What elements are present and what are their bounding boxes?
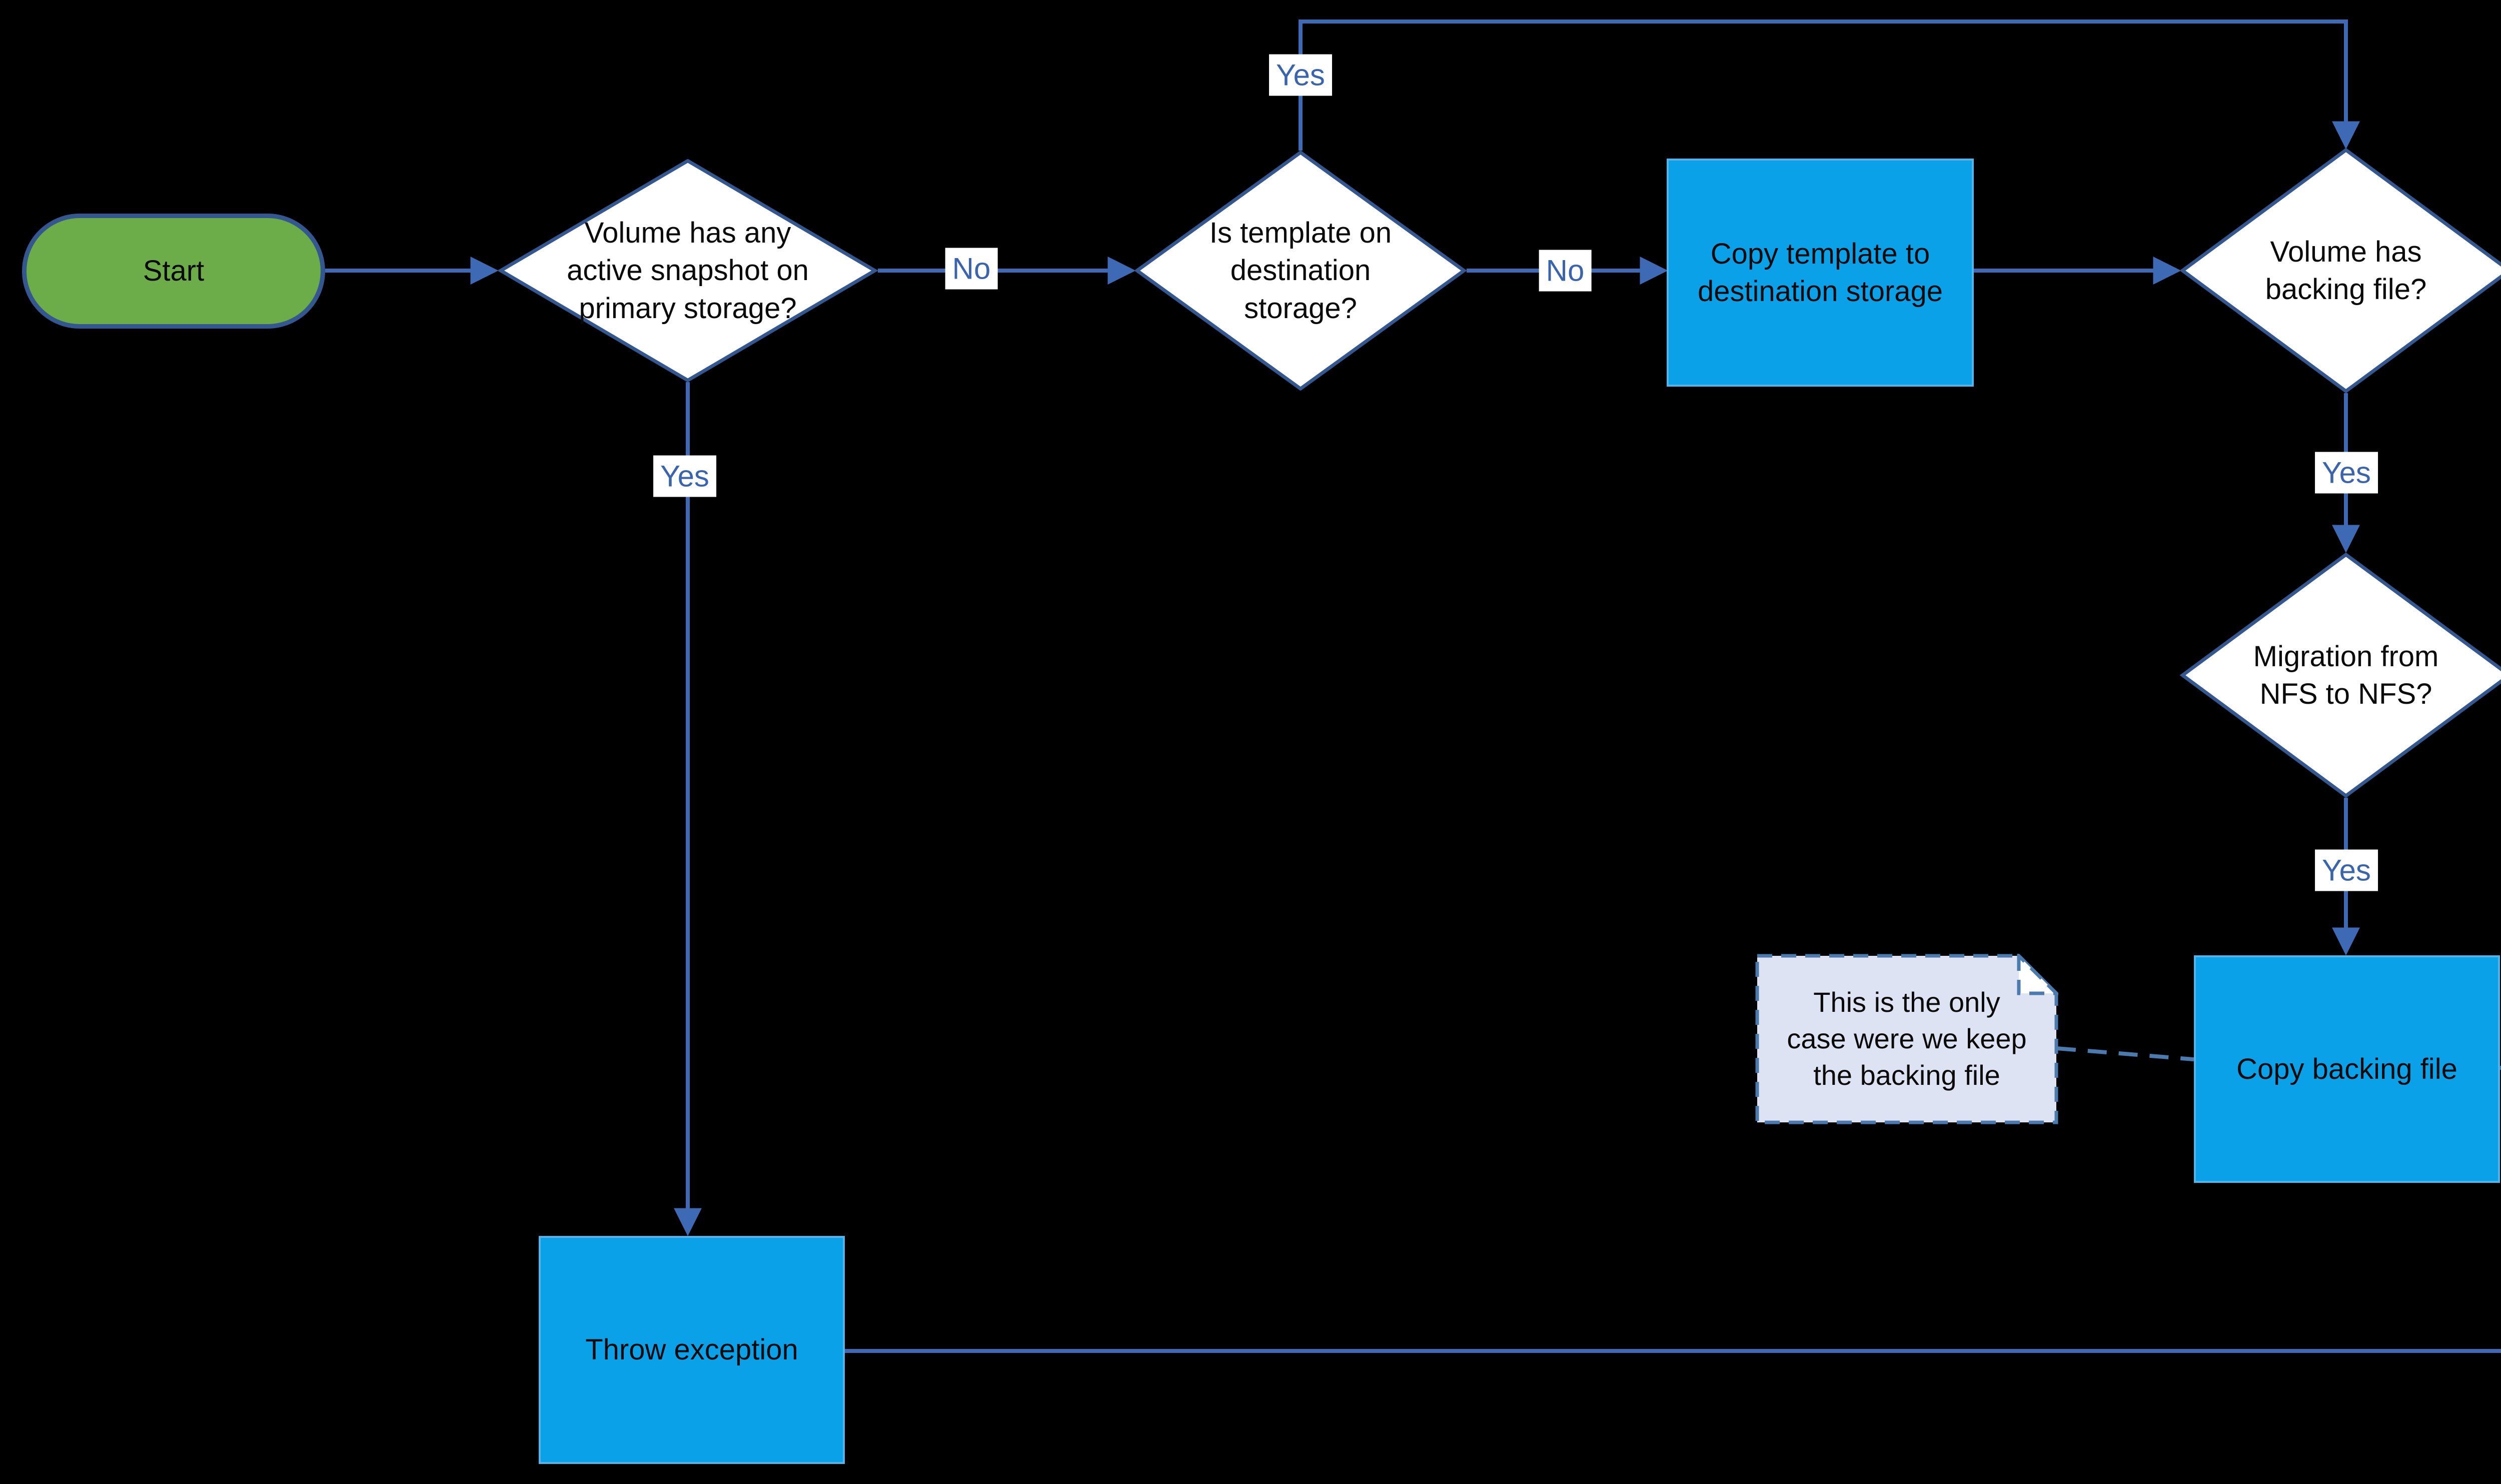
edge-template-yes-loop-to-backing bbox=[1299, 20, 2360, 151]
diamond-shape bbox=[1134, 151, 1467, 391]
decision-nfs-to-nfs: Migration from NFS to NFS? bbox=[2180, 553, 2501, 798]
note-folded-corner bbox=[2017, 954, 2058, 995]
note-outline bbox=[1755, 954, 2058, 1124]
note-keep-backing-file-text: This is the only case were we keep the b… bbox=[1787, 986, 2027, 1091]
decision-backing-file-label: Volume has backing file? bbox=[2265, 235, 2427, 306]
edge-label-snapshot-no: No bbox=[945, 248, 998, 290]
edge-throw-to-end bbox=[845, 1349, 2501, 1353]
decision-backing-file: Volume has backing file? bbox=[2180, 148, 2501, 393]
process-copy-backing-file: Copy backing file bbox=[2194, 955, 2500, 1183]
diamond-shape bbox=[2180, 148, 2501, 393]
edge-label-template-no: No bbox=[1539, 250, 1592, 292]
decision-template: Is template on destination storage? bbox=[1134, 151, 1467, 391]
decision-snapshot: Volume has any active snapshot on primar… bbox=[498, 159, 878, 382]
process-copy-template-label: Copy template to destination storage bbox=[1697, 237, 1943, 308]
edge-note-to-copybacking bbox=[2056, 1046, 2194, 1061]
note-keep-backing-file: This is the only case were we keep the b… bbox=[1755, 954, 2058, 1124]
process-throw-exception-label: Throw exception bbox=[585, 1333, 798, 1366]
edge-label-snapshot-yes: Yes bbox=[653, 455, 716, 497]
decision-nfs-to-nfs-label: Migration from NFS to NFS? bbox=[2253, 640, 2439, 710]
process-copy-backing-file-label: Copy backing file bbox=[2236, 1052, 2457, 1085]
edge-label-backing-yes: Yes bbox=[2315, 452, 2378, 494]
diamond-shape bbox=[2180, 553, 2501, 798]
start-terminator: Start bbox=[22, 214, 325, 329]
start-label: Start bbox=[143, 255, 205, 288]
edge-label-template-yes: Yes bbox=[1269, 54, 1332, 96]
process-throw-exception: Throw exception bbox=[539, 1236, 845, 1464]
decision-template-label: Is template on destination storage? bbox=[1209, 216, 1392, 325]
diamond-shape bbox=[498, 159, 878, 382]
edge-label-nfs-yes: Yes bbox=[2315, 849, 2378, 891]
process-copy-template: Copy template to destination storage bbox=[1667, 159, 1974, 387]
decision-snapshot-label: Volume has any active snapshot on primar… bbox=[567, 216, 809, 325]
